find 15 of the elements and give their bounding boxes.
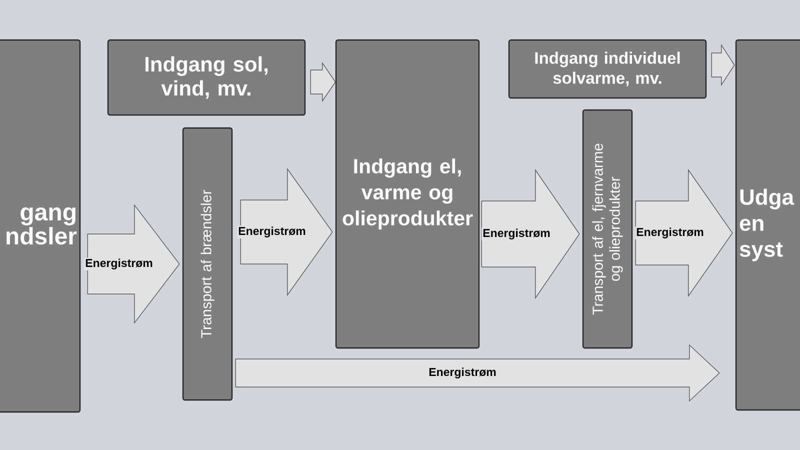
process-box: Udga en syst [735,39,800,411]
process-box: Indgang individuel solvarme, mv. [508,39,707,99]
process-box: Transport af el, fjernvarme og olieprodukter [582,109,633,349]
process-box: Indgang sol, vind, mv. [107,39,306,116]
edge-label: Energistrøm [483,228,550,240]
edge-label: Energistrøm [429,368,496,378]
block-arrow [310,62,336,102]
edge-label: Energistrøm [238,226,306,238]
process-box: gang ndsler [0,39,81,413]
edge-label: Energistrøm [86,258,152,270]
process-box: Indgang el, varme og olieprodukter [335,39,480,349]
edge-label: Energistrøm [636,228,704,238]
block-arrow [711,44,735,86]
process-box: Transport af brændsler [182,127,233,401]
block-arrow [235,344,720,402]
